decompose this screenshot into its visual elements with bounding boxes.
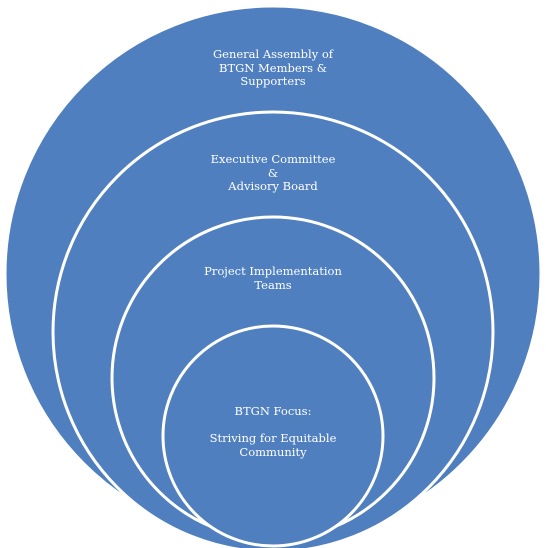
executive-committee-label: Executive Committee & Advisory Board [210,152,336,193]
general-assembly-label: General Assembly of BTGN Members & Suppo… [212,47,334,88]
circle-focus [161,324,385,548]
focus-label: BTGN Focus: Striving for Equitable Commu… [209,404,337,459]
project-teams-label: Project Implementation Teams [204,264,342,292]
